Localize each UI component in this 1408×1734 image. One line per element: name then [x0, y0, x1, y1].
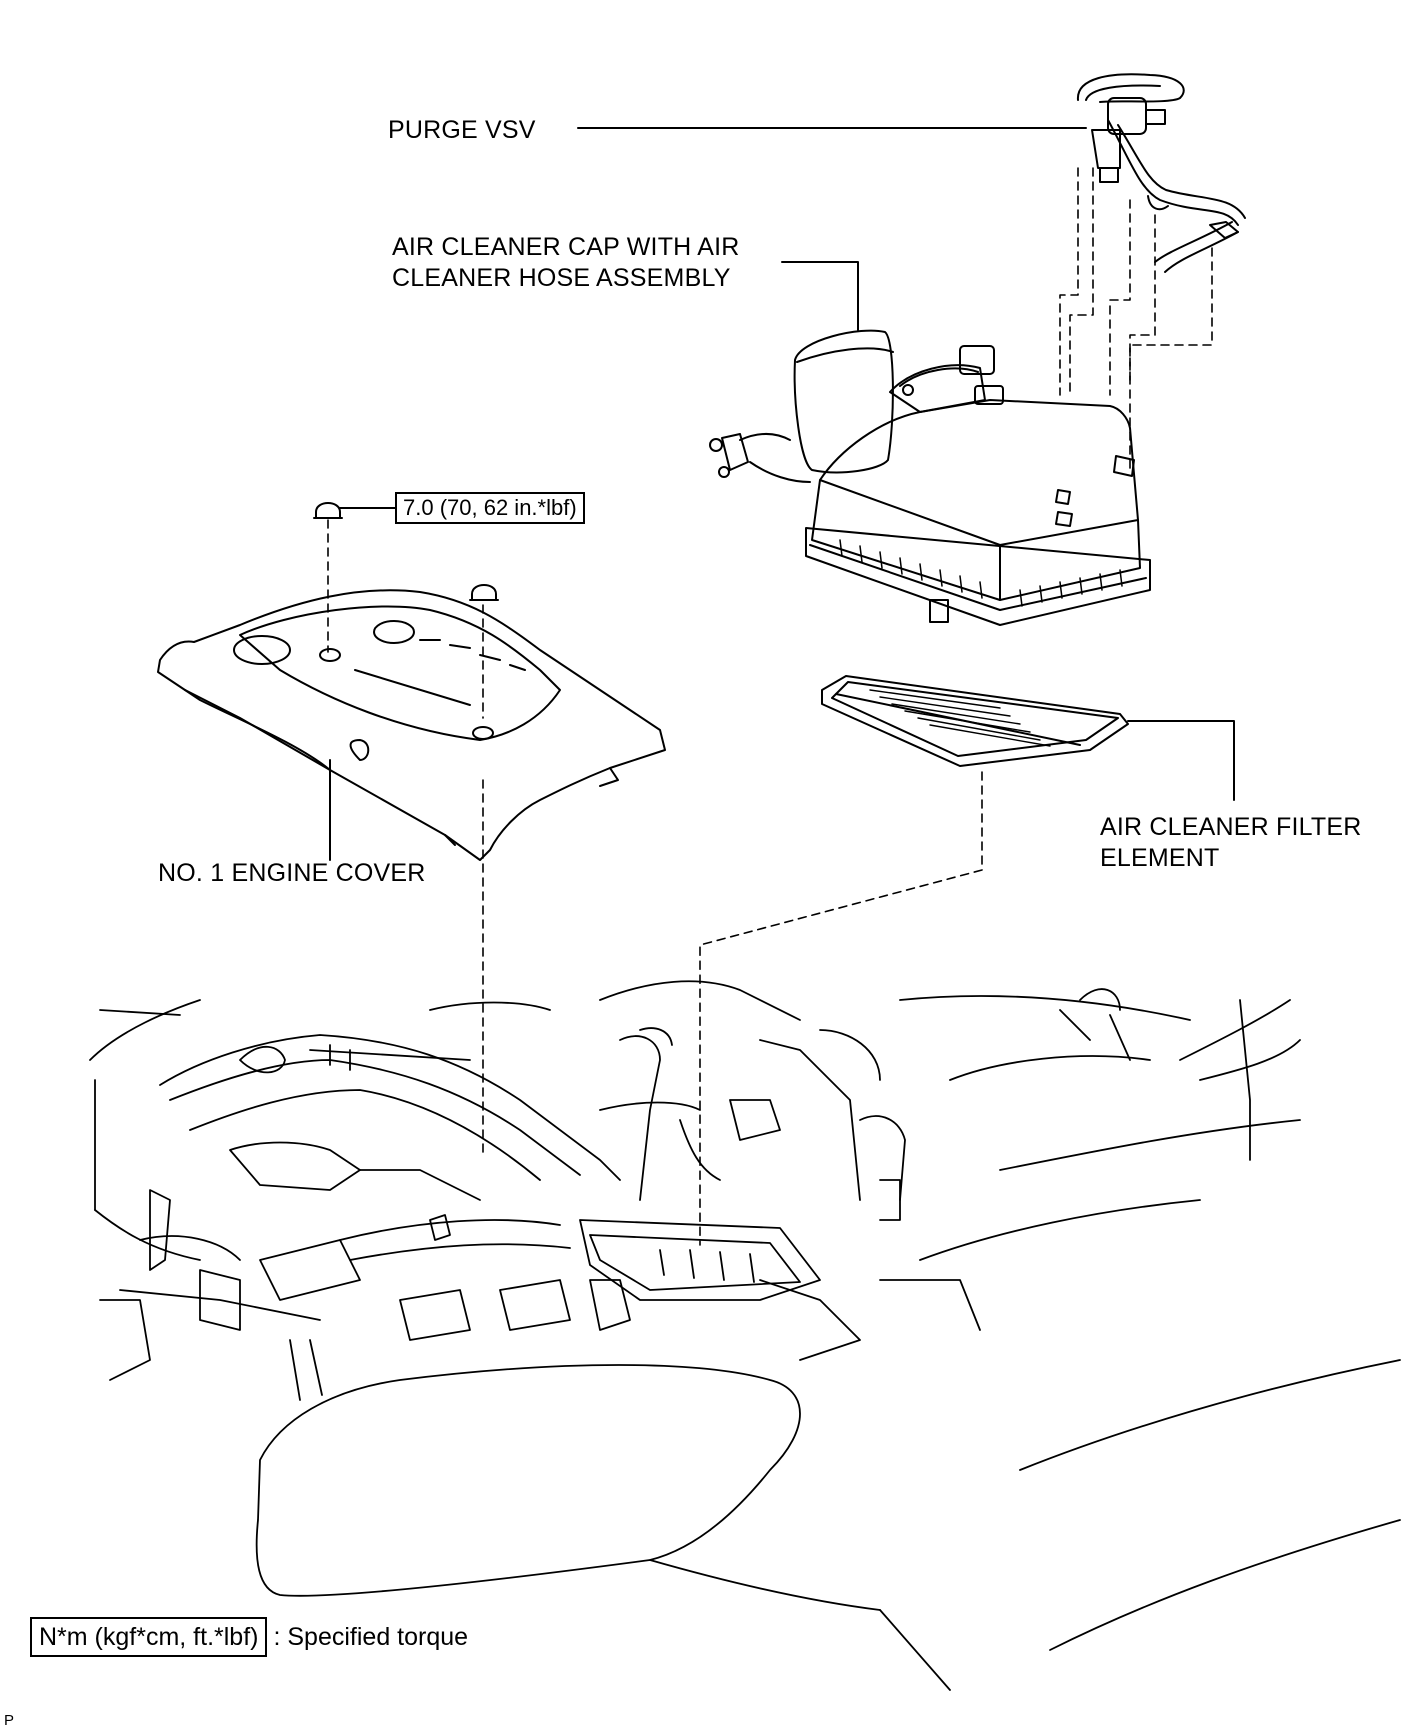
legend-description: : Specified torque: [273, 1622, 469, 1651]
label-purge-vsv: PURGE VSV: [388, 116, 536, 144]
torque-legend: N*m (kgf*cm, ft.*lbf) : Specified torque: [30, 1617, 468, 1657]
engine-cover-part: [157, 589, 666, 861]
assembly-dashed-lines: [327, 167, 1213, 1246]
nut-parts: [313, 502, 499, 601]
label-engine-cover: NO. 1 ENGINE COVER: [158, 859, 426, 887]
headlight: [255, 1364, 801, 1597]
engine-bay: [89, 980, 1401, 1691]
filter-element-part: [821, 675, 1129, 767]
leader-filter: [1127, 720, 1235, 801]
label-air-cleaner-cap-line2: CLEANER HOSE ASSEMBLY: [392, 264, 731, 292]
label-filter-line1: AIR CLEANER FILTER: [1100, 813, 1362, 841]
torque-spec-box: 7.0 (70, 62 in.*lbf): [395, 492, 585, 524]
footer-code: P: [4, 1712, 15, 1729]
air-cleaner-cap-part: [709, 329, 1151, 626]
leader-air-cleaner-cap: [781, 261, 859, 331]
label-filter-line2: ELEMENT: [1100, 844, 1220, 872]
label-air-cleaner-cap-line1: AIR CLEANER CAP WITH AIR: [392, 233, 740, 261]
legend-unit-box: N*m (kgf*cm, ft.*lbf): [30, 1617, 268, 1657]
nut-left: [315, 502, 341, 519]
purge-vsv-part: [1076, 73, 1246, 273]
nut-right: [471, 584, 497, 601]
leader-lines: [329, 127, 1235, 861]
